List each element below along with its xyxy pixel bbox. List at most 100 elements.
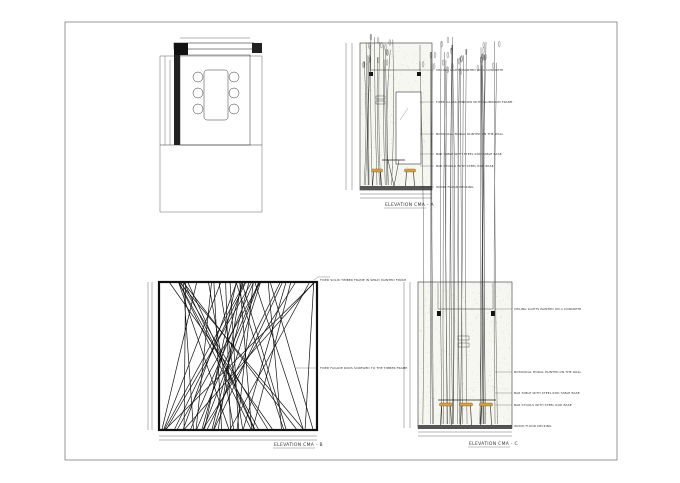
concrete-speckle [427,167,429,169]
concrete-speckle [506,388,507,390]
bar-stool-leg [405,171,407,187]
concrete-speckle [500,289,501,290]
concrete-speckle [404,57,405,59]
concrete-speckle [505,328,507,330]
concrete-speckle [360,107,362,109]
botanical-leaf [377,57,380,64]
concrete-speckle [489,351,490,353]
concrete-speckle [500,347,502,349]
concrete-speckle [360,112,362,114]
concrete-speckle [473,381,475,383]
botanical-leaf [482,47,485,54]
botanical-leaf [460,55,463,62]
concrete-speckle [423,124,424,126]
concrete-speckle [500,316,502,317]
botanical-leaf [446,66,449,73]
concrete-speckle [369,89,370,91]
concrete-speckle [479,293,480,294]
concrete-speckle [488,331,490,333]
concrete-speckle [406,54,408,56]
concrete-speckle [451,317,453,319]
bar-stool-seat [439,402,453,407]
concrete-speckle [443,395,445,397]
concrete-speckle [429,401,431,402]
concrete-speckle [379,77,380,78]
botanical-leaf [429,51,432,59]
concrete-speckle [438,303,440,304]
botanical-leaf [440,41,443,48]
concrete-speckle [485,381,487,383]
concrete-speckle [462,419,464,421]
concrete-speckle [432,355,433,357]
bar-stool-seat [404,168,416,173]
facade-rod [204,282,237,430]
concrete-speckle [492,359,493,360]
floor-plan [159,37,263,213]
concrete-speckle [495,387,497,388]
concrete-speckle [483,284,485,286]
concrete-speckle [440,409,441,411]
botanical-stem [374,37,378,186]
concrete-speckle [490,321,492,323]
concrete-speckle [369,99,370,100]
concrete-speckle [492,390,494,391]
concrete-speckle [427,351,428,353]
concrete-speckle [428,311,430,313]
concrete-speckle [429,320,431,322]
botanical-stem [480,47,483,425]
botanical-stem [452,44,454,425]
concrete-speckle [463,284,464,285]
botanical-stem [440,41,443,425]
concrete-speckle [476,315,478,317]
concrete-speckle [429,313,430,315]
concrete-speckle [380,93,381,95]
concrete-speckle [468,400,469,402]
concrete-speckle [508,283,510,285]
concrete-speckle [421,312,422,314]
concrete-speckle [509,373,510,375]
facade-rod [254,282,304,430]
botanical-leaf [386,59,389,66]
concrete-speckle [488,380,489,381]
concrete-speckle [370,146,371,148]
botanical-leaf [368,42,371,49]
concrete-speckle [496,287,498,288]
concrete-speckle [425,367,427,368]
concrete-speckle [392,122,394,123]
elevation-b: ELEVATION CMA - B FIXED SOLID TIMBER FRA… [147,276,407,449]
botanical-leaf [434,51,437,59]
concrete-speckle [463,297,464,298]
concrete-speckle [463,408,464,409]
concrete-speckle [420,181,422,182]
facade-rod [202,282,296,430]
concrete-speckle [507,407,509,409]
concrete-speckle [363,98,364,100]
concrete-speckle [457,358,458,360]
concrete-speckle [424,406,425,408]
concrete-speckle [419,363,420,365]
concrete-speckle [391,114,392,115]
concrete-speckle [478,362,480,364]
concrete-speckle [366,46,368,48]
concrete-speckle [443,290,444,292]
concrete-speckle [508,294,509,295]
concrete-speckle [475,317,477,319]
bar-stool-seat [371,168,383,173]
facade-rod [179,282,304,430]
concrete-speckle [430,284,431,286]
botanical-leaf [492,62,495,69]
annotation-note: BAR STOOLS WITH STEEL ROD BASE [436,164,494,168]
concrete-speckle [367,107,368,108]
facade-rod [183,282,186,430]
concrete-speckle [465,388,466,390]
concrete-speckle [422,372,423,373]
concrete-speckle [366,66,368,68]
concrete-speckle [508,322,509,324]
concrete-speckle [384,76,386,78]
concrete-speckle [442,349,443,350]
botanical-stem [449,36,453,425]
concrete-speckle [475,302,477,304]
concrete-speckle [426,370,428,372]
concrete-speckle [503,339,505,340]
concrete-speckle [390,121,391,123]
